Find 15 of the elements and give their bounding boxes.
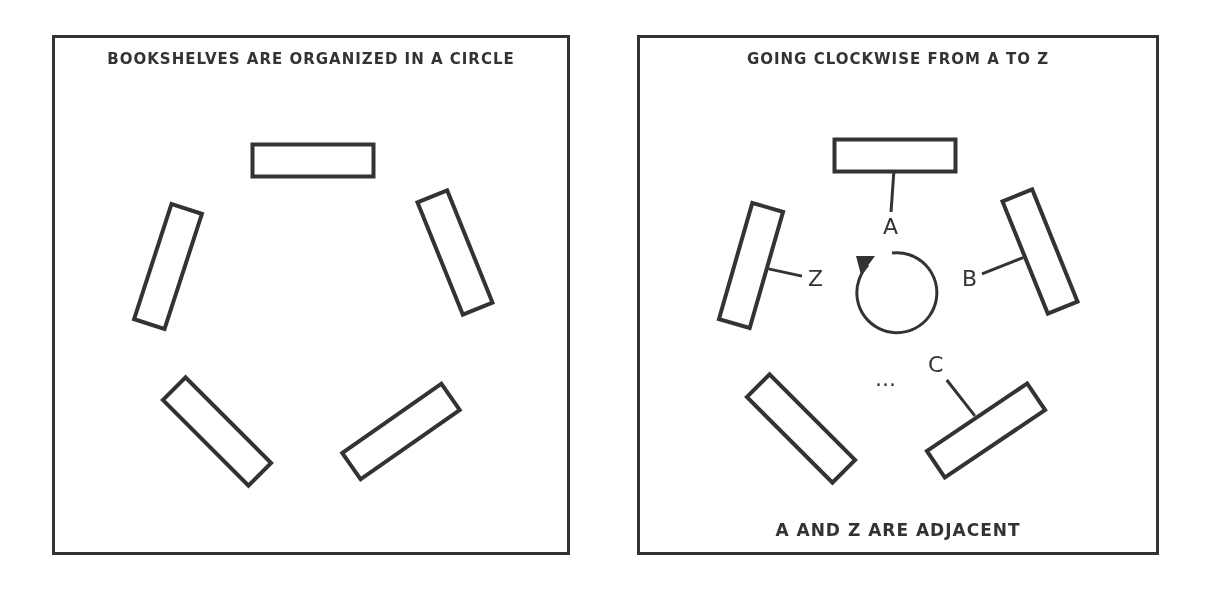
- panel-frame: [637, 35, 1159, 555]
- bookshelf-box: [832, 137, 958, 174]
- panel-footer: A AND Z ARE ADJACENT: [775, 520, 1021, 540]
- position-letter: B: [962, 268, 978, 290]
- leader-line: [981, 256, 1024, 276]
- position-letter: C: [928, 354, 944, 376]
- position-letter: A: [883, 216, 899, 238]
- panel-heading: GOING CLOCKWISE FROM A TO Z: [746, 50, 1050, 68]
- panel-heading: BOOKSHELVES ARE ORGANIZED IN A CIRCLE: [107, 50, 515, 68]
- position-letter: Z: [808, 268, 824, 290]
- panel-frame: [52, 35, 570, 555]
- leader-line: [768, 267, 803, 278]
- bookshelf-box: [250, 142, 376, 179]
- ellipsis-text: ...: [875, 368, 896, 390]
- leader-line: [889, 172, 896, 213]
